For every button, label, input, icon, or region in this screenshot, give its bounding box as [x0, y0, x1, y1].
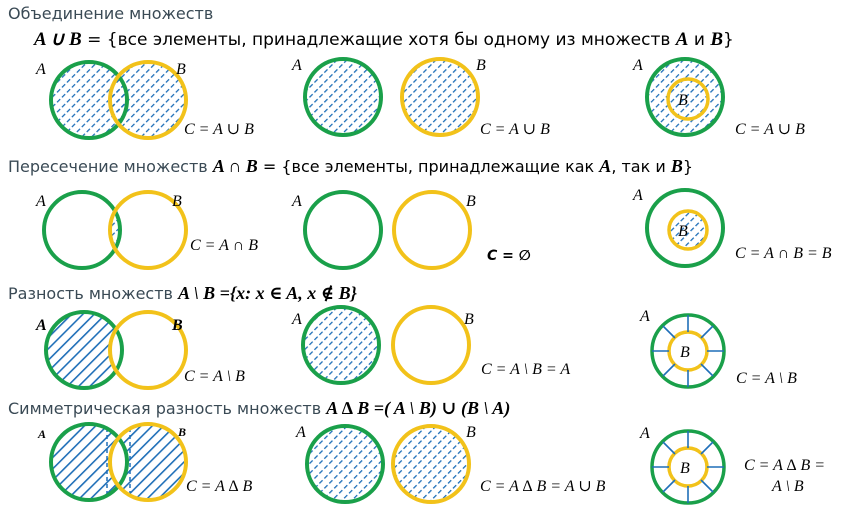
set-a-label: A: [639, 425, 650, 442]
set-b-circle: [108, 60, 188, 140]
set-b-circle: [400, 57, 480, 137]
set-a-circle: [44, 310, 124, 390]
set-a-label: A: [291, 57, 302, 74]
set-a-label: A: [37, 427, 46, 441]
set-a-circle: [49, 422, 129, 502]
set-b-label: B: [466, 193, 476, 210]
set-a-circle: [303, 57, 383, 137]
set-a-circle: [303, 190, 383, 270]
set-a-label: A: [639, 308, 650, 325]
intersection-caption-2: C = ∅: [487, 248, 531, 264]
difference-diagram-2: A B C = A \ B = A: [291, 305, 570, 385]
set-b-circle: [667, 209, 709, 251]
heading-union: Объединение множеств: [8, 4, 213, 23]
set-b-circle: [108, 310, 188, 390]
intersection-caption-3: C = A ∩ B = B: [735, 245, 832, 262]
set-b-label: B: [680, 344, 690, 361]
set-a-label: A: [291, 193, 302, 210]
set-a-circle: [49, 60, 129, 140]
symmetric-caption-2: C = A ∆ B = A ∪ B: [480, 478, 606, 495]
set-a-circle: [301, 305, 381, 385]
set-a-circle: [305, 424, 385, 504]
set-b-circle: [666, 77, 710, 121]
set-a-label: A: [35, 193, 46, 210]
symmetric-caption-3b: A \ B: [771, 478, 804, 495]
heading-symmetric: Симметрическая разность множеств A ∆ B =…: [8, 398, 511, 418]
intersection-diagram-2: A B C = ∅: [291, 190, 531, 270]
set-a-label: A: [291, 311, 302, 328]
union-caption-3: C = A ∪ B: [735, 121, 805, 138]
symmetric-spokes: [652, 431, 724, 503]
union-diagram-1: A B C = A ∪ B: [35, 60, 254, 140]
set-b-circle: [108, 422, 188, 502]
set-b-label: B: [678, 92, 688, 109]
heading-intersection: Пересечение множеств A ∩ B = {все элемен…: [8, 156, 694, 176]
difference-spokes: [652, 315, 724, 387]
set-a-label: A: [35, 61, 46, 78]
set-b-circle: [392, 190, 472, 270]
symmetric-diagram-2: A B C = A ∆ B = A ∪ B: [295, 424, 606, 504]
set-a-label: A: [35, 317, 47, 334]
difference-caption-1: C = A \ B: [184, 368, 245, 385]
set-a-label: A: [295, 424, 306, 441]
heading-union-title: Объединение множеств: [8, 4, 214, 23]
set-b-circle: [391, 424, 471, 504]
symmetric-diagram-3: A B C = A ∆ B = A \ B: [639, 425, 825, 505]
union-diagram-3: A B C = A ∪ B: [632, 57, 805, 138]
symmetric-caption-1: C = A ∆ B: [186, 478, 252, 495]
union-diagram-2: A B C = A ∪ B: [291, 57, 550, 138]
set-b-label: B: [172, 193, 182, 210]
set-a-circle: [645, 57, 725, 137]
difference-caption-3: C = A \ B: [736, 370, 797, 387]
difference-caption-2: C = A \ B = A: [481, 361, 570, 378]
heading-difference: Разность множеств A \ B ={x: x ∈ A, x ∉ …: [8, 283, 357, 303]
set-b-label: B: [680, 460, 690, 477]
set-b-label: B: [678, 223, 688, 240]
intersection-diagram-3: A B C = A ∩ B = B: [632, 187, 832, 268]
set-b-label: B: [464, 311, 474, 328]
set-b-label: B: [466, 424, 476, 441]
set-b-label: B: [171, 317, 183, 334]
set-a-label: A: [632, 57, 643, 74]
set-a-label: A: [632, 187, 643, 204]
symmetric-caption-3a: C = A ∆ B =: [744, 457, 825, 474]
set-a-circle: [645, 188, 725, 268]
set-a-circle: [42, 190, 122, 270]
intersection-caption-1: C = A ∩ B: [190, 237, 258, 254]
formula-union: A ∪ B = {все элементы, принадлежащие хот…: [34, 29, 734, 50]
intersection-diagram-1: A B C = A ∩ B: [35, 190, 258, 270]
set-b-circle: [108, 190, 188, 270]
difference-diagram-1: A B C = A \ B: [35, 310, 245, 390]
union-caption-1: C = A ∪ B: [184, 121, 254, 138]
set-b-label: B: [176, 61, 186, 78]
union-caption-2: C = A ∪ B: [480, 121, 550, 138]
set-b-label: B: [177, 425, 186, 439]
difference-diagram-3: A B C = A \ B: [639, 308, 797, 389]
symmetric-diagram-1: A B C = A ∆ B: [37, 422, 252, 502]
set-b-label: B: [476, 57, 486, 74]
set-b-circle: [391, 305, 471, 385]
